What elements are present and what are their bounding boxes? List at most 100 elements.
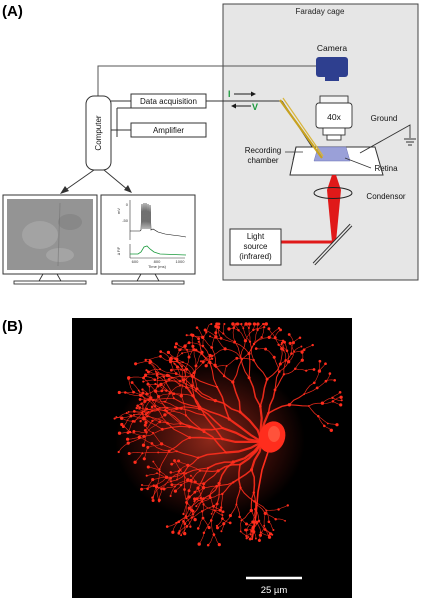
dendrite: [275, 518, 286, 522]
dendrite: [196, 388, 216, 402]
dendrite: [196, 327, 203, 338]
dendrite: [209, 336, 222, 339]
dendrite: [194, 487, 204, 493]
dendrite: [145, 420, 153, 431]
dendrite: [166, 472, 185, 478]
dendrite: [163, 376, 175, 399]
dendrite: [253, 531, 257, 539]
dendrite-bouton: [170, 483, 174, 487]
dendrite: [211, 347, 216, 366]
dendrite-bouton: [300, 345, 303, 348]
dendrite: [267, 404, 291, 414]
dendrite: [232, 358, 243, 383]
dendrite: [150, 397, 175, 400]
dendrite: [139, 437, 153, 444]
chamber-side-left: [292, 146, 297, 161]
dendrite: [173, 393, 194, 397]
retina-sample: [313, 146, 351, 162]
dendrite-bouton: [227, 327, 231, 331]
dendrite: [260, 525, 265, 536]
dendrite-bouton: [156, 377, 159, 380]
dendrite: [198, 407, 224, 429]
dendrite: [180, 469, 188, 481]
dendrite: [145, 356, 161, 361]
dendrite: [158, 393, 175, 397]
dendrite-bouton: [180, 534, 183, 537]
dendrite-bouton: [279, 328, 282, 332]
dendrite: [268, 521, 274, 531]
dendrite: [186, 513, 194, 527]
voltage-trace-axes: [129, 200, 185, 259]
dendrite-bouton: [142, 380, 145, 383]
dendrite-bouton: [169, 356, 172, 360]
dendrite-bouton: [244, 322, 248, 326]
dendrite-bouton: [284, 519, 287, 522]
dendrite: [201, 353, 216, 366]
dendrite-bouton: [140, 487, 144, 491]
dendrite: [235, 487, 242, 506]
calcium-trace: [130, 245, 187, 256]
dendrite: [203, 504, 215, 511]
dendrite: [322, 401, 334, 404]
dendrite: [200, 355, 213, 362]
panel-a-label: (A): [2, 3, 23, 20]
dendrite: [286, 350, 289, 362]
dendrite-bouton: [145, 474, 148, 477]
dendrite-bouton: [217, 543, 221, 547]
dendrite: [224, 440, 264, 454]
dendrite: [166, 422, 191, 439]
dendrite: [295, 368, 307, 371]
dendrite: [215, 336, 226, 350]
dendrite: [295, 359, 303, 370]
dendrite-bouton: [176, 478, 178, 481]
dendrite: [232, 469, 253, 484]
dendrite: [216, 482, 220, 505]
dendrite: [221, 427, 264, 444]
light-source-label-2: source: [243, 242, 268, 251]
dendrite: [146, 472, 158, 476]
dendrite: [152, 432, 162, 445]
dendrite: [178, 460, 189, 466]
voltage-arrowhead: [231, 103, 236, 109]
dendrite-bouton: [209, 335, 211, 338]
dendrite-bouton: [216, 526, 219, 530]
dendrite: [128, 376, 144, 379]
dendrite-bouton: [286, 504, 289, 507]
dendrite-bouton: [190, 333, 193, 337]
recording-chamber-label-2: chamber: [247, 156, 278, 165]
light-source-label-3: (infrared): [239, 252, 272, 261]
dendrite-bouton: [206, 543, 210, 547]
dendrite: [274, 373, 285, 391]
computer-label: Computer: [94, 115, 103, 150]
dendrite: [236, 504, 240, 518]
dendrite-bouton: [216, 325, 221, 330]
arrowhead-right-monitor: [124, 185, 132, 193]
dendrite: [185, 414, 205, 433]
dendrite-bouton: [142, 417, 146, 421]
voltage-symbol: V: [252, 102, 258, 112]
dendrite-bouton: [185, 497, 188, 500]
dendrite: [228, 418, 264, 444]
dendrite: [209, 496, 214, 507]
dendrite-bouton: [169, 494, 172, 498]
dendrite-bouton: [186, 478, 190, 482]
dendrite: [318, 415, 329, 424]
arrowhead-left-monitor: [60, 186, 69, 194]
dendrite: [175, 515, 187, 524]
dendrite: [183, 507, 190, 522]
dendrite: [145, 414, 161, 423]
ground-wire: [359, 124, 411, 154]
dendrite: [149, 386, 152, 399]
dendrite: [203, 430, 227, 454]
dendrite-bouton: [203, 328, 207, 332]
dendrite: [322, 397, 333, 404]
dendrite-bouton: [138, 397, 142, 401]
dendrite: [141, 484, 155, 487]
dendrite: [194, 497, 202, 502]
dendrite: [303, 387, 318, 395]
dendrite-bouton: [170, 368, 173, 372]
dendrite: [288, 351, 295, 362]
dendrite: [191, 375, 197, 392]
dendrite-bouton: [159, 350, 163, 353]
